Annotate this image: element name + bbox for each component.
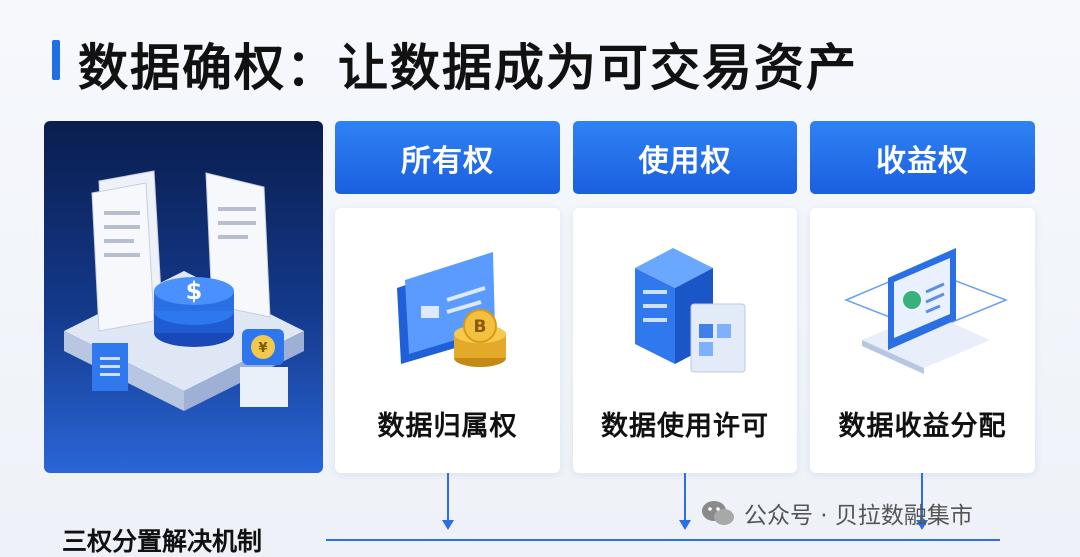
server-icon: [635, 248, 746, 373]
card-label-ownership: 数据归属权: [377, 411, 518, 442]
card-revenue: 数据收益分配: [810, 208, 1035, 473]
header-usage: 使用权: [573, 121, 797, 194]
header-ownership: 所有权: [335, 121, 560, 194]
watermark: 公众号 · 贝拉数融集市: [700, 496, 973, 530]
header-revenue: 收益权: [810, 121, 1035, 194]
page-title: 数据确权：让数据成为可交易资产: [78, 39, 858, 97]
card-coin-icon: B: [397, 252, 506, 367]
watermark-text: 公众号 · 贝拉数融集市: [744, 503, 973, 529]
wechat-icon: [702, 501, 734, 525]
documents-coin-platform-icon: $ ¥: [64, 170, 304, 411]
card-ownership: B 数据归属权: [335, 208, 560, 473]
svg-text:$: $: [186, 277, 203, 305]
svg-text:¥: ¥: [258, 341, 267, 356]
certified-screen-icon: [844, 248, 1009, 374]
hero-illustration: $ ¥: [44, 121, 323, 473]
title-accent-bar: [52, 40, 60, 80]
svg-text:B: B: [474, 317, 487, 337]
card-label-usage: 数据使用许可: [601, 411, 769, 442]
card-usage: 数据使用许可: [573, 208, 797, 473]
card-label-revenue: 数据收益分配: [838, 411, 1007, 442]
mechanism-label: 三权分置解决机制: [62, 527, 263, 556]
